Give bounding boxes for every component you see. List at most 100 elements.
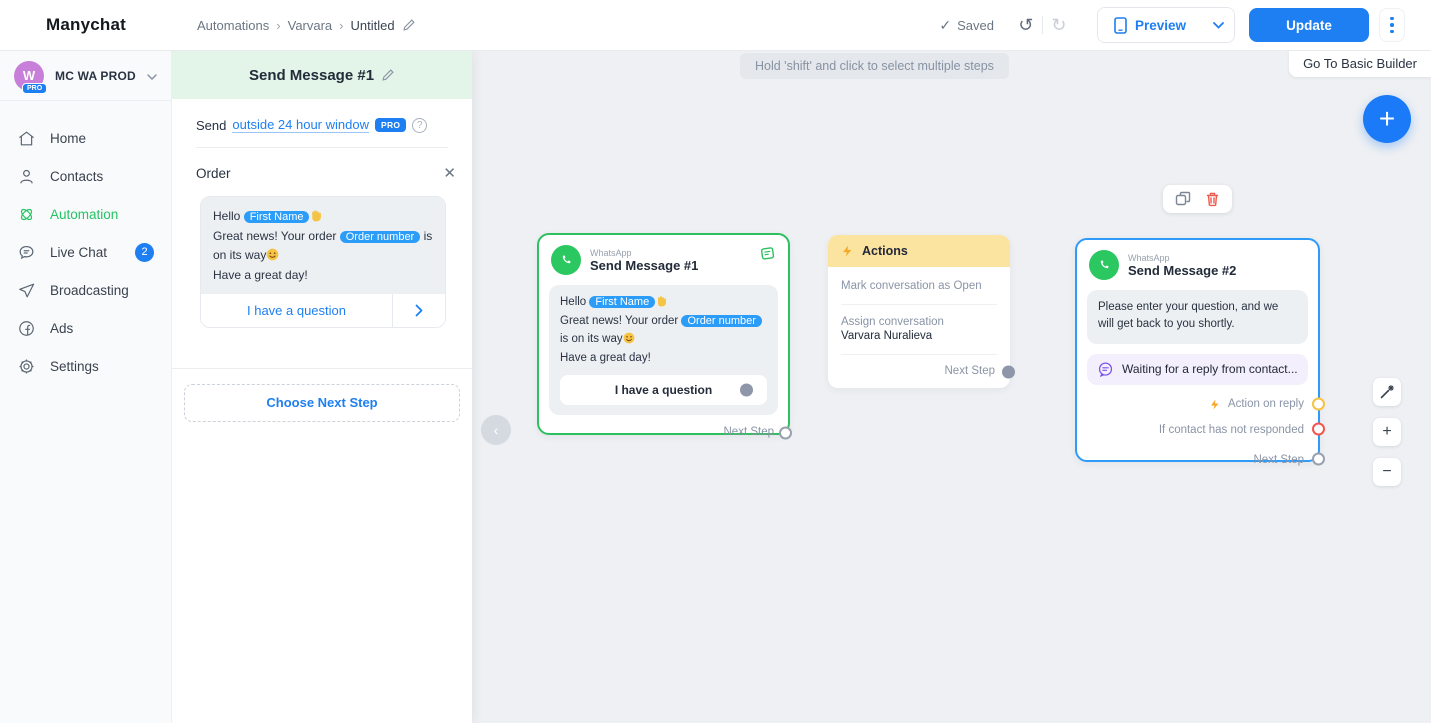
logo-box: Manychat: [0, 15, 172, 35]
breadcrumb-untitled: Untitled: [350, 17, 395, 33]
order-number-chip: Order number: [339, 231, 421, 243]
sidebar-item-broadcasting[interactable]: Broadcasting: [0, 271, 171, 309]
first-name-chip: First Name: [589, 296, 656, 308]
delete-node-button[interactable]: [1205, 191, 1220, 207]
sidebar-item-settings[interactable]: Settings: [0, 347, 171, 385]
rename-step-pencil-icon[interactable]: [381, 68, 395, 82]
divider: [392, 293, 393, 327]
settings-gear-icon: [19, 359, 34, 373]
node-title: Send Message #1: [590, 257, 699, 273]
help-icon[interactable]: ?: [412, 117, 428, 133]
account-avatar: W PRO: [14, 60, 48, 94]
action-on-reply-connector[interactable]: [1312, 397, 1325, 410]
sidebar-item-home[interactable]: Home: [0, 119, 171, 157]
message-text: Have a great day!: [213, 267, 308, 282]
zoom-in-button[interactable]: +: [1373, 418, 1401, 446]
contacts-icon: [20, 169, 33, 183]
flow-canvas[interactable]: Hold 'shift' and click to select multipl…: [472, 51, 1431, 723]
not-responded-connector[interactable]: [1312, 422, 1325, 436]
message-text: is on its way: [560, 332, 623, 345]
redo-button[interactable]: ↻: [1045, 11, 1073, 39]
phone-icon: [1114, 16, 1127, 34]
breadcrumb-separator: ›: [276, 17, 281, 33]
send-window-link[interactable]: outside 24 hour window: [232, 117, 369, 133]
go-to-basic-builder-button[interactable]: Go To Basic Builder: [1289, 51, 1431, 77]
not-responded-label: If contact has not responded: [1158, 423, 1304, 436]
choose-next-step-button[interactable]: Choose Next Step: [184, 383, 460, 422]
add-step-fab-button[interactable]: +: [1363, 95, 1411, 143]
preview-dropdown-button[interactable]: [1202, 8, 1234, 42]
zoom-out-button[interactable]: −: [1373, 458, 1401, 486]
wave-emoji: [655, 295, 667, 313]
smile-emoji: [623, 332, 635, 350]
preview-button[interactable]: Preview: [1097, 8, 1202, 42]
node-send-message-2[interactable]: WhatsApp Send Message #2 Please enter yo…: [1075, 238, 1325, 466]
node-channel-label: WhatsApp: [1128, 252, 1170, 263]
reply-button[interactable]: I have a question: [246, 302, 347, 318]
rename-flow-pencil-icon[interactable]: [402, 18, 416, 32]
waiting-label: Waiting for a reply from contact...: [1122, 362, 1298, 376]
node-send-message-1[interactable]: WhatsApp Send Message #1 Hello First Nam…: [537, 233, 792, 439]
action-row-assign: Assign conversation Varvara Nuralieva: [841, 305, 997, 354]
first-name-chip: First Name: [243, 211, 310, 223]
note-icon[interactable]: [759, 245, 776, 267]
duplicate-node-button[interactable]: [1175, 191, 1191, 207]
pro-badge: PRO: [374, 118, 407, 132]
collapse-panel-button[interactable]: ‹: [481, 415, 511, 445]
divider: [841, 354, 997, 355]
sidebar-item-ads[interactable]: Ads: [0, 309, 171, 347]
reply-button-connector[interactable]: [740, 383, 753, 397]
waiting-for-reply-chip: Waiting for a reply from contact...: [1087, 353, 1308, 385]
action-row-mark-open: Mark conversation as Open: [841, 280, 982, 292]
reply-button-label: I have a question: [614, 383, 713, 397]
panel-header: Send Message #1: [172, 51, 472, 99]
account-switcher[interactable]: W PRO MC WA PROD: [0, 51, 171, 101]
reply-button-settings[interactable]: [393, 294, 445, 327]
sidebar-item-live-chat[interactable]: Live Chat 2: [0, 233, 171, 271]
sidebar-item-label: Ads: [50, 320, 74, 336]
auto-arrange-wand-button[interactable]: [1373, 378, 1401, 406]
message-editor-preview[interactable]: Hello First Name Great news! Your order …: [200, 196, 446, 328]
close-icon[interactable]: ✕: [443, 165, 456, 182]
sidebar-item-label: Home: [50, 130, 87, 146]
broadcasting-icon: [19, 283, 35, 297]
message-text: is on its way: [213, 229, 433, 262]
breadcrumb-varvara[interactable]: Varvara: [287, 17, 333, 33]
breadcrumb: Automations › Varvara › Untitled: [197, 18, 416, 33]
check-icon: ✓: [939, 16, 952, 33]
more-options-kebab-button[interactable]: [1379, 8, 1405, 42]
node-actions[interactable]: Actions Mark conversation as Open Assign…: [828, 235, 1015, 388]
reply-button-preview[interactable]: I have a question: [560, 375, 767, 405]
chevron-right-icon: [415, 304, 423, 316]
action-on-reply-label: Action on reply: [1227, 398, 1304, 410]
send-window-row: Send outside 24 hour window PRO ?: [172, 99, 472, 133]
chevron-down-icon: [1212, 21, 1224, 29]
breadcrumb-automations[interactable]: Automations: [197, 17, 270, 33]
next-step-label: Next Step: [723, 426, 775, 438]
node-title: Send Message #2: [1128, 262, 1237, 278]
actions-title: Actions: [862, 244, 908, 258]
sidebar-item-label: Broadcasting: [50, 282, 129, 298]
whatsapp-icon: [551, 245, 581, 275]
divider: [1041, 16, 1043, 34]
sidebar-item-label: Settings: [50, 358, 99, 374]
divider: [841, 304, 997, 305]
step-editor-panel: Send Message #1 Send outside 24 hour win…: [172, 51, 472, 723]
next-step-connector[interactable]: [779, 426, 792, 439]
next-step-connector[interactable]: [1312, 452, 1325, 466]
sidebar-item-contacts[interactable]: Contacts: [0, 157, 171, 195]
send-label: Send: [196, 117, 227, 133]
next-step-connector[interactable]: [1002, 365, 1015, 379]
message-text: Have a great day!: [560, 351, 651, 364]
not-responded-row: If contact has not responded: [1077, 417, 1325, 442]
shift-select-hint: Hold 'shift' and click to select multipl…: [740, 53, 1009, 79]
message-text: Great news! Your order: [213, 229, 337, 243]
sidebar-item-label: Automation: [50, 206, 119, 222]
avatar-letter: W: [22, 68, 36, 83]
divider: [172, 367, 472, 369]
update-button[interactable]: Update: [1249, 8, 1369, 42]
ads-facebook-icon: [19, 320, 34, 336]
undo-button[interactable]: ↺: [1012, 11, 1040, 39]
sidebar-item-automation[interactable]: Automation: [0, 195, 171, 233]
copy-icon: [1175, 191, 1191, 206]
